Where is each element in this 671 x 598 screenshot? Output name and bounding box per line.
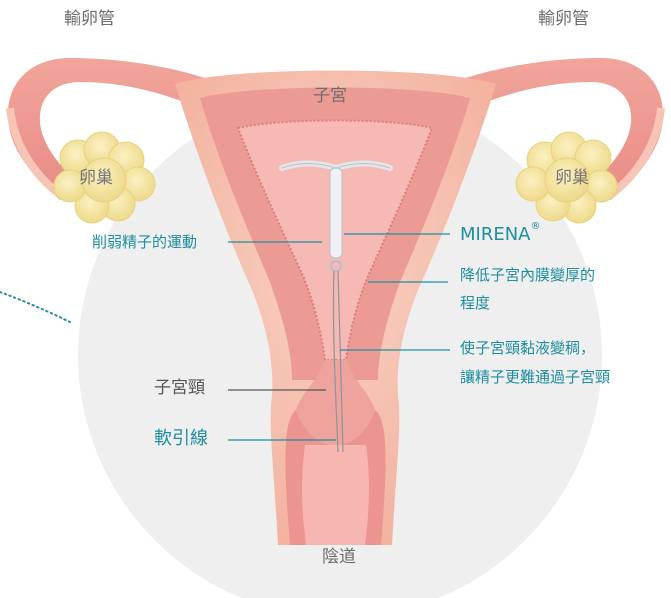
label-mirena: MIRENA®	[460, 226, 541, 244]
label-mirena-mark: ®	[531, 221, 541, 232]
label-mucus-line1: 使子宮頸黏液變稠，	[460, 341, 595, 356]
label-ovary-left: 卵巢	[79, 170, 113, 187]
label-threads: 軟引線	[154, 430, 208, 448]
vaginal-canal	[302, 445, 369, 545]
label-weaken-sperm: 削弱精子的運動	[92, 235, 197, 250]
label-endometrium-line1: 降低子宮內膜變厚的	[460, 268, 595, 283]
label-cervix: 子宮頸	[154, 380, 205, 397]
label-mirena-text: MIRENA	[460, 224, 531, 245]
label-fallopian-right: 輸卵管	[538, 11, 589, 28]
dotted-pointer	[0, 292, 70, 322]
label-ovary-right: 卵巢	[555, 170, 589, 187]
label-vagina: 陰道	[322, 549, 356, 566]
label-fallopian-left: 輸卵管	[64, 11, 115, 28]
label-uterus: 子宮	[313, 88, 347, 105]
label-mucus-line2: 讓精子更難通過子宮頸	[460, 370, 610, 385]
label-endometrium-line2: 程度	[460, 296, 490, 311]
